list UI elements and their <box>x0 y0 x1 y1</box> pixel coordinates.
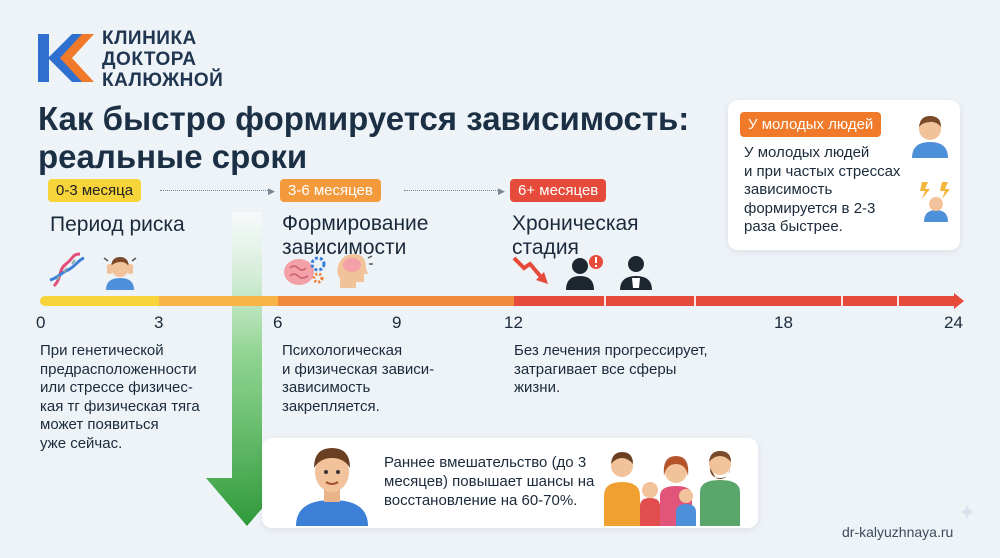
description-line: и физическая зависи- <box>282 360 435 378</box>
page-title: Как быстро формируется зависимость: реал… <box>38 100 689 176</box>
head-brain-icon <box>337 254 373 288</box>
stage-3-title: Хроническая стадия <box>512 212 639 260</box>
brain-gears-icon <box>284 256 326 285</box>
description-line: кая тг физическая тяга <box>40 397 200 415</box>
bottom-line: восстановление на 60-70%. <box>384 492 578 509</box>
timeline-tick-label: 0 <box>36 313 46 332</box>
stage-2-title: Формирование зависимости <box>282 212 428 260</box>
bottom-line: месяцев) повышает шансы на <box>384 473 595 490</box>
clinic-name-line-1: КЛИНИКА <box>102 28 197 49</box>
stage-1-description: При генетической предрасположенности или… <box>40 342 200 453</box>
description-line: затрагивает все сферы <box>514 360 677 378</box>
description-line: Психологическая <box>282 342 403 359</box>
stage-2-description: Психологическая и физическая зависи- зав… <box>282 342 434 416</box>
timeline-tick-label: 3 <box>154 313 164 332</box>
timeline-minor-tick <box>840 296 843 306</box>
description-line: зависимость <box>282 379 371 396</box>
stage-1-title-line: Период риска <box>50 213 185 236</box>
description-line: может появиться <box>40 416 159 433</box>
young-people-badge: У молодых людей <box>740 112 882 137</box>
timeline-tick-label: 12 <box>504 313 523 332</box>
stage-2-title-line: зависимости <box>282 236 407 259</box>
note-line: зависимость <box>744 181 833 198</box>
timeline-minor-tick <box>694 296 696 306</box>
timeline-tick-label: 18 <box>774 313 793 332</box>
timeline-tick-label: 24 <box>944 313 963 332</box>
early-intervention-text: Раннее вмешательство (до 3 месяцев) повы… <box>384 453 594 510</box>
stage-2-badge: 3-6 месяцев <box>280 179 381 202</box>
description-line: При генетической <box>40 342 164 359</box>
description-line: или стрессе физичес- <box>40 379 193 396</box>
stage-1-title: Период риска <box>50 213 185 237</box>
clinic-name-line-2: ДОКТОРА <box>102 49 197 70</box>
early-intervention-arrow-icon <box>206 212 288 526</box>
arrow-right-icon: ▶ <box>498 186 505 196</box>
stage-3-description: Без лечения прогрессирует, затрагивает в… <box>514 342 708 398</box>
clinic-name-line-3: КАЛЮЖНОЙ <box>102 70 224 91</box>
timeline-segment <box>40 296 159 306</box>
stage-connector <box>160 190 270 191</box>
stage-3-badge: 6+ месяцев <box>510 179 607 202</box>
anxious-person-icon <box>103 257 137 290</box>
description-line: предрасположенности <box>40 360 197 378</box>
dna-icon <box>49 252 85 288</box>
description-line: Без лечения прогрессирует, <box>514 342 708 359</box>
sparkle-icon: ✦ <box>958 500 977 525</box>
note-line: раза быстрее. <box>744 218 843 235</box>
young-people-note-text: У молодых людей и при частых стрессах за… <box>744 144 919 237</box>
timeline-segment <box>514 296 954 306</box>
man-portrait-icon <box>296 448 368 526</box>
description-line: закрепляется. <box>282 397 380 415</box>
stage-connector <box>404 190 500 191</box>
timeline-segment <box>159 296 278 306</box>
person-bottle-icon <box>620 256 652 290</box>
timeline-minor-tick <box>897 296 900 306</box>
stage-2-title-line: Формирование <box>282 212 429 235</box>
arrow-right-icon: ▶ <box>268 186 275 196</box>
note-line: формируется в 2-3 <box>744 199 876 217</box>
stage-1-badge: 0-3 месяца <box>48 179 142 202</box>
timeline-tick-label: 9 <box>392 313 402 332</box>
timeline-tick-label: 6 <box>273 313 283 332</box>
note-line: У молодых людей <box>744 144 870 161</box>
timeline-arrow-head-icon <box>954 293 964 309</box>
clinic-logo-icon <box>38 34 94 82</box>
young-man-icon <box>912 116 948 158</box>
website-link[interactable]: dr-kalyuzhnaya.ru <box>842 524 954 540</box>
decline-arrow-icon <box>512 256 548 284</box>
family-icon <box>604 451 740 526</box>
timeline-segment <box>278 296 514 306</box>
clinic-name: КЛИНИКА ДОКТОРА КАЛЮЖНОЙ <box>102 28 223 91</box>
note-line: и при частых стрессах <box>744 162 901 180</box>
person-alert-icon <box>566 255 603 290</box>
page-title-line-2: реальные сроки <box>38 138 308 175</box>
page-title-line-1: Как быстро формируется зависимость: <box>38 100 690 137</box>
description-line: уже сейчас. <box>40 434 123 452</box>
timeline-minor-tick <box>604 296 606 306</box>
stress-person-icon <box>920 182 950 222</box>
stage-3-title-line: стадия <box>512 236 579 259</box>
description-line: жизни. <box>514 379 561 396</box>
bottom-line: Раннее вмешательство (до 3 <box>384 454 587 471</box>
stage-3-title-line: Хроническая <box>512 212 639 235</box>
